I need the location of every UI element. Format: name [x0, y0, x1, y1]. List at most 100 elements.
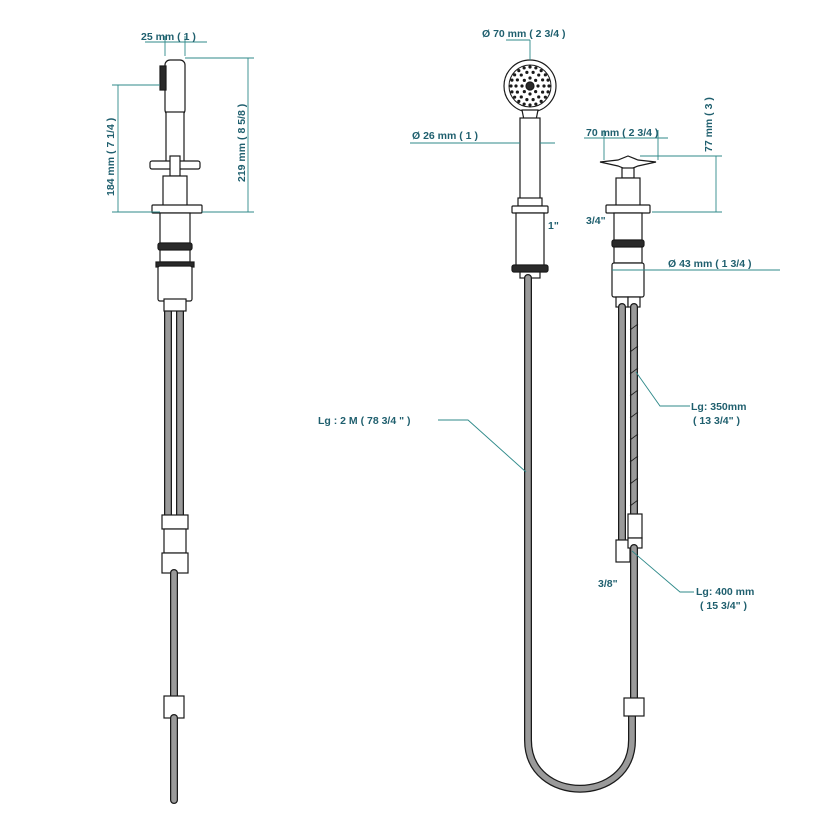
- braid-mark: [629, 323, 639, 331]
- head-diameter-label: Ø 70 mm ( 2 3/4 ): [482, 28, 565, 40]
- nozzle-dot: [528, 65, 532, 69]
- nozzle-dot: [537, 95, 541, 99]
- valve-lock-nut: [611, 239, 645, 248]
- cross-width-dimension: [584, 130, 668, 160]
- valve-lower-body: [611, 262, 645, 298]
- cross-height-label: 77 mm ( 3 ): [703, 97, 715, 152]
- braid-mark: [629, 455, 639, 463]
- braid-mark: [629, 499, 639, 507]
- shower-holder-nut: [511, 264, 549, 273]
- side-hose-fitting-mid: [161, 514, 189, 530]
- nozzle-dot: [542, 84, 546, 88]
- valve-thread-section: [613, 212, 643, 242]
- thread-38-label: 3/8": [598, 578, 618, 590]
- nozzle-dot: [515, 90, 519, 94]
- side-handle: [164, 59, 186, 116]
- nozzle-dot: [517, 69, 521, 73]
- nozzle-dot: [513, 95, 517, 99]
- side-view: 25 mm ( 1 ) 184 mm ( 7 1/4 ) 219 mm ( 8 …: [105, 31, 254, 804]
- nozzle-dot: [525, 98, 529, 102]
- valve-body: [615, 177, 641, 207]
- nozzle-dot: [522, 78, 526, 82]
- shower-nozzles: [509, 65, 551, 107]
- valve-spacer: [613, 246, 643, 264]
- side-width-label: 25 mm ( 1 ): [141, 31, 196, 43]
- nozzle-dot: [519, 95, 523, 99]
- shower-head-inner-ring: [508, 64, 552, 108]
- shower-center-nozzle: [525, 81, 535, 91]
- thread-1-label: 1": [548, 220, 559, 232]
- shower-handle: [519, 117, 541, 201]
- valve-deck-flange: [605, 204, 651, 214]
- thread-34-label: 3/4": [586, 215, 606, 227]
- nozzle-dot: [514, 84, 518, 88]
- nozzle-dot: [510, 90, 514, 94]
- nozzle-dot: [522, 66, 526, 70]
- hose-length-leader: [438, 419, 527, 473]
- nozzle-dot: [510, 78, 514, 82]
- nozzle-dot: [536, 84, 540, 88]
- cross-handle: [599, 155, 657, 171]
- nozzle-dot: [509, 84, 513, 88]
- handle-diameter-label: Ø 26 mm ( 1 ): [412, 130, 478, 142]
- braid-mark: [629, 389, 639, 397]
- nozzle-dot: [541, 90, 545, 94]
- side-inner-height-label: 184 mm ( 7 1/4 ): [105, 118, 117, 196]
- short-hose-label-2: ( 13 3/4" ): [693, 415, 740, 427]
- shower-holder-flange: [511, 205, 549, 214]
- braid-mark: [629, 345, 639, 353]
- nozzle-dot: [546, 90, 550, 94]
- shower-holder-body: [515, 212, 545, 268]
- side-union: [163, 528, 187, 554]
- nozzle-dot: [547, 84, 551, 88]
- side-lower-body: [157, 265, 193, 302]
- hose-length-label: Lg : 2 M ( 78 3/4 " ): [318, 415, 411, 427]
- side-spray-face: [159, 65, 167, 91]
- side-lock-nut: [157, 242, 193, 251]
- long-hose-leader: [631, 550, 694, 593]
- nozzle-dot: [528, 76, 532, 80]
- nozzle-dot: [539, 69, 543, 73]
- nozzle-dot: [528, 103, 532, 107]
- head-diameter-dimension: [506, 39, 531, 60]
- nozzle-dot: [517, 99, 521, 103]
- side-spacer: [159, 249, 191, 263]
- nozzle-dot: [531, 98, 535, 102]
- braid-mark: [629, 411, 639, 419]
- side-cross-hub: [169, 155, 181, 177]
- nozzle-dot: [543, 73, 547, 77]
- valve-fitting-right: [627, 513, 643, 539]
- short-hose-label-1: Lg: 350mm: [691, 401, 746, 413]
- nozzle-dot: [534, 78, 538, 82]
- shower-handle-cap: [517, 197, 543, 207]
- body-diameter-label: Ø 43 mm ( 1 3/4 ): [668, 258, 751, 270]
- shower-hose: [525, 275, 635, 792]
- cross-height-dimension: [640, 155, 722, 213]
- nozzle-dot: [525, 70, 529, 74]
- side-outer-height-dimension: [185, 57, 254, 213]
- nozzle-dot: [537, 73, 541, 77]
- front-valve: 70 mm ( 2 3/4 ) 77 mm ( 3 ) 3/4" Ø 43 mm…: [584, 97, 780, 717]
- valve-bottom-fitting: [623, 697, 645, 717]
- cross-hub: [621, 167, 635, 179]
- shower-hose-outline: [524, 274, 636, 793]
- side-thread-section: [159, 212, 191, 246]
- nozzle-dot: [543, 95, 547, 99]
- short-hose-leader: [635, 371, 690, 407]
- side-width-dimension: [145, 36, 207, 56]
- side-valve-body: [162, 175, 188, 209]
- nozzle-dot: [520, 84, 524, 88]
- side-inner-height-dimension: [112, 84, 160, 213]
- braid-mark: [629, 477, 639, 485]
- side-outer-height-label: 219 mm ( 8 5/8 ): [236, 104, 248, 182]
- nozzle-dot: [539, 99, 543, 103]
- nozzle-dot: [534, 66, 538, 70]
- cross-width-label: 70 mm ( 2 3/4 ): [586, 127, 658, 139]
- nozzle-dot: [522, 90, 526, 94]
- hand-shower: Ø 70 mm ( 2 3/4 ) Ø 26 mm ( 1 ) 1" Lg : …: [318, 28, 636, 793]
- nozzle-dot: [515, 78, 519, 82]
- nozzle-dot: [546, 78, 550, 82]
- hose-braid-marks: [629, 323, 639, 507]
- braid-mark: [629, 367, 639, 375]
